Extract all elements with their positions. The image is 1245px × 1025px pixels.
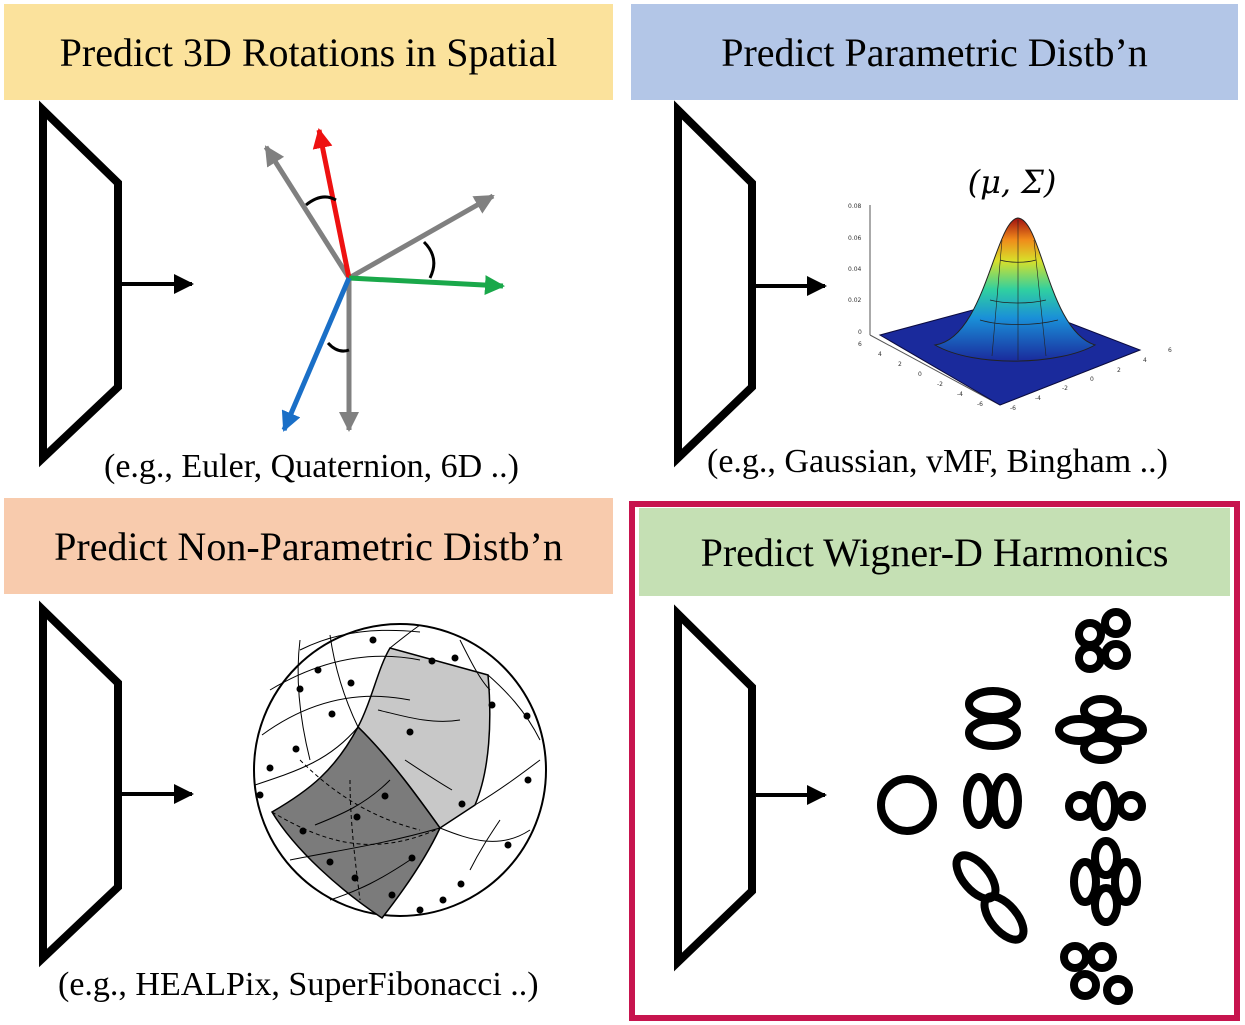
z-tick-2: 0.04 bbox=[848, 266, 862, 273]
z-tick-4: 0 bbox=[858, 329, 862, 336]
z-tick-3: 0.02 bbox=[848, 297, 862, 304]
params-label: (μ, Σ) bbox=[968, 163, 1057, 201]
y-tick-1: -4 bbox=[1035, 395, 1041, 402]
x-tick-4: -2 bbox=[937, 381, 943, 388]
z-tick-1: 0.06 bbox=[848, 235, 862, 242]
wigner-highlight-box bbox=[629, 501, 1240, 1021]
wigner-harmonics-icon bbox=[877, 608, 1147, 1005]
y-tick-5: 4 bbox=[1143, 357, 1147, 364]
nonparametric-banner: Predict Non-Parametric Distb’n bbox=[4, 498, 613, 594]
x-tick-2: 2 bbox=[898, 361, 902, 368]
parametric-title: Predict Parametric Distb’n bbox=[721, 29, 1148, 75]
spatial-caption: (e.g., Euler, Quaternion, 6D ..) bbox=[104, 448, 520, 485]
wigner-title: Predict Wigner-D Harmonics bbox=[700, 529, 1169, 575]
rotated-axes-icon bbox=[263, 128, 505, 432]
x-tick-1: 4 bbox=[878, 351, 882, 358]
x-tick-5: -4 bbox=[957, 391, 963, 398]
y-tick-6: 6 bbox=[1168, 347, 1172, 354]
y-tick-3: 0 bbox=[1090, 376, 1094, 383]
nonparametric-caption: (e.g., HEALPix, SuperFibonacci ..) bbox=[58, 966, 539, 1003]
wigner-banner: Predict Wigner-D Harmonics bbox=[639, 508, 1230, 596]
nonparametric-encoder-icon bbox=[39, 600, 122, 968]
x-tick-6: -6 bbox=[977, 401, 983, 408]
healpix-sphere-icon bbox=[253, 623, 547, 920]
z-tick-0: 0.08 bbox=[848, 203, 862, 210]
y-tick-2: -2 bbox=[1062, 385, 1068, 392]
parametric-encoder-icon bbox=[674, 100, 756, 468]
wigner-encoder-icon bbox=[674, 604, 756, 972]
nonparametric-title: Predict Non-Parametric Distb’n bbox=[54, 523, 563, 569]
y-tick-0: -6 bbox=[1010, 405, 1016, 412]
x-tick-0: 6 bbox=[858, 341, 862, 348]
spatial-title: Predict 3D Rotations in Spatial bbox=[59, 29, 558, 75]
parametric-banner: Predict Parametric Distb’n bbox=[631, 4, 1238, 100]
spatial-banner: Predict 3D Rotations in Spatial bbox=[4, 4, 613, 100]
y-tick-4: 2 bbox=[1117, 367, 1121, 374]
parametric-caption: (e.g., Gaussian, vMF, Bingham ..) bbox=[707, 443, 1168, 480]
gaussian-surface-icon bbox=[869, 205, 1142, 406]
spatial-encoder-icon bbox=[39, 100, 122, 468]
x-tick-3: 0 bbox=[918, 371, 922, 378]
